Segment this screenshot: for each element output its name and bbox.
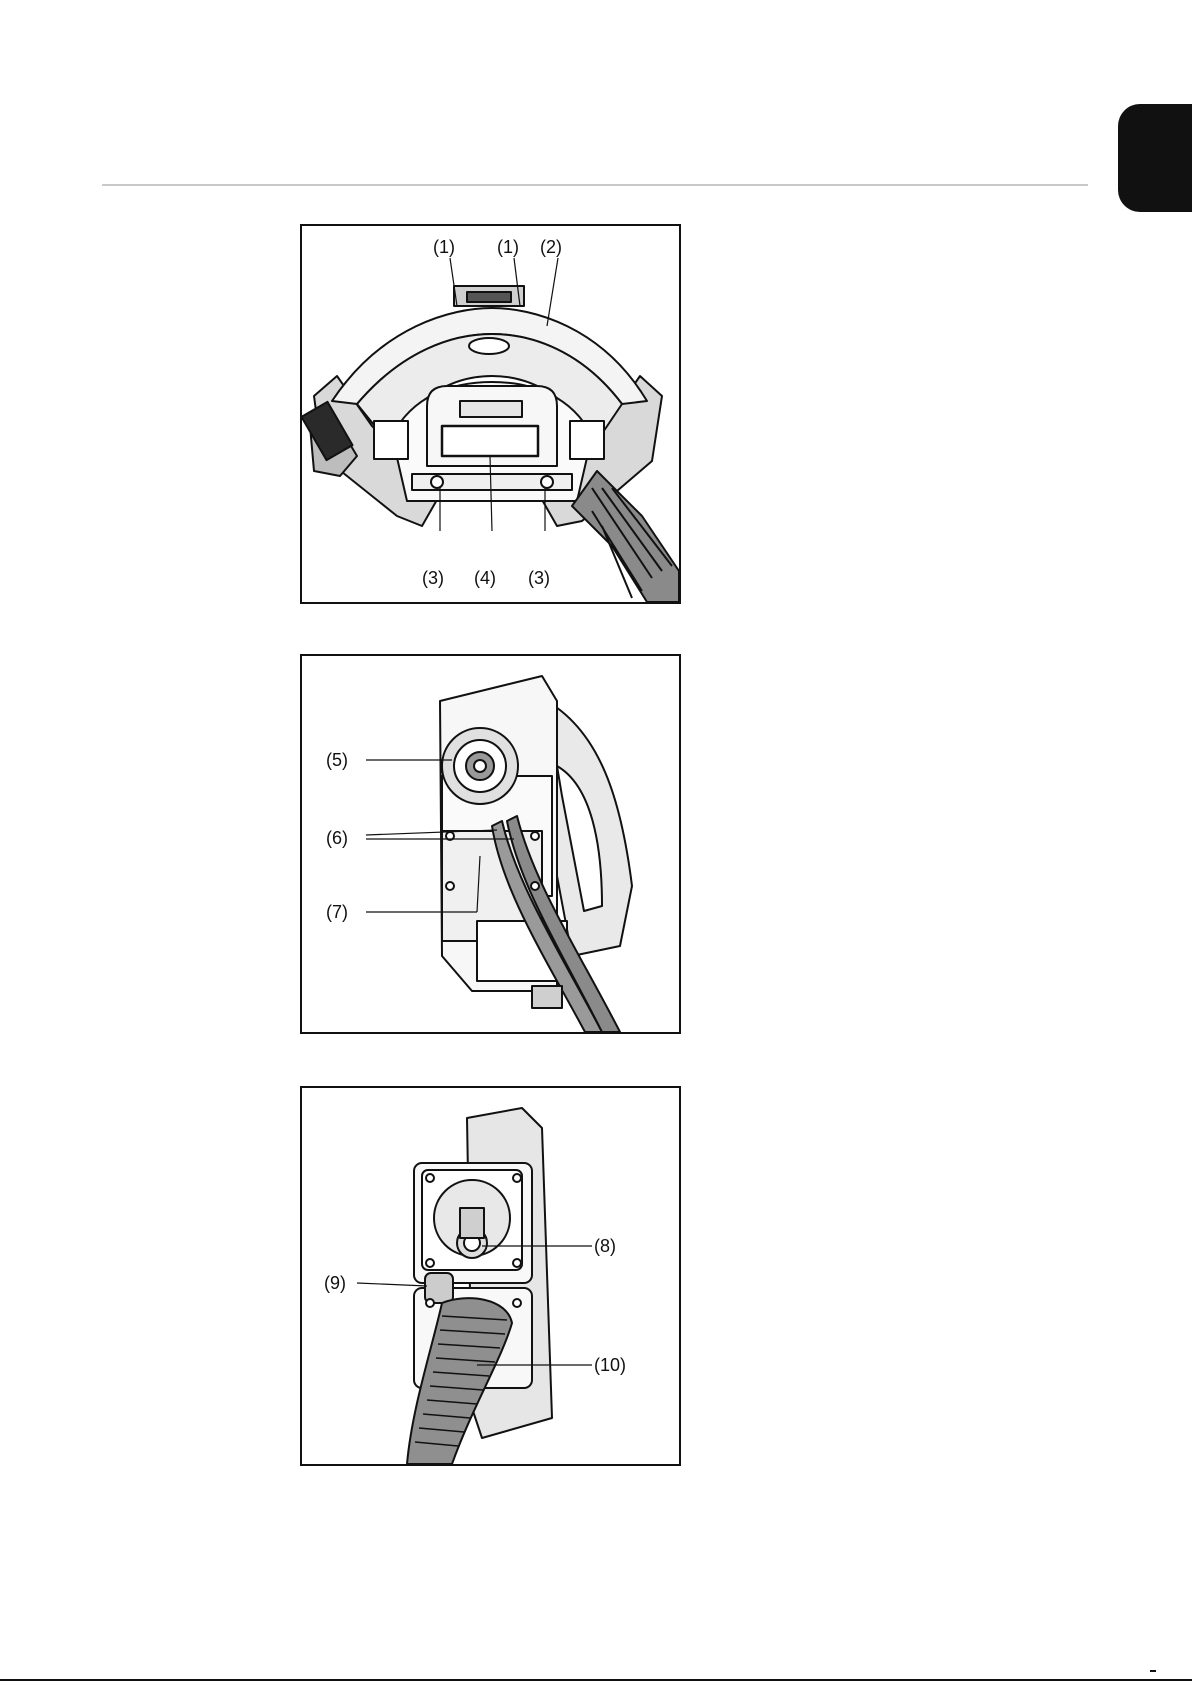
callout-3-left: (3)	[422, 568, 444, 588]
callout-5: (5)	[326, 750, 348, 770]
figure-top-view: (1) (1) (2) (3) (4) (3)	[300, 224, 681, 604]
callout-10: (10)	[594, 1355, 626, 1375]
callout-3-right: (3)	[528, 568, 550, 588]
callout-4: (4)	[474, 568, 496, 588]
callout-1-right: (1)	[497, 237, 519, 257]
callout-9: (9)	[324, 1273, 346, 1293]
callout-2: (2)	[540, 237, 562, 257]
callout-1-left: (1)	[433, 237, 455, 257]
figure-top-view-drawing: (1) (1) (2) (3) (4) (3)	[302, 226, 679, 602]
callout-8: (8)	[594, 1236, 616, 1256]
footer-mark	[1150, 1670, 1156, 1672]
figure-side-view-drawing: (5) (6) (7)	[302, 656, 679, 1032]
figure-rear-view-drawing: (8) (9) (10)	[302, 1088, 679, 1464]
chapter-tab[interactable]	[1118, 104, 1192, 212]
header-rule	[102, 184, 1088, 186]
figure-side-view: (5) (6) (7)	[300, 654, 681, 1034]
figure-rear-view: (8) (9) (10)	[300, 1086, 681, 1466]
callout-7: (7)	[326, 902, 348, 922]
callout-6: (6)	[326, 828, 348, 848]
footer-rule	[0, 1679, 1192, 1681]
